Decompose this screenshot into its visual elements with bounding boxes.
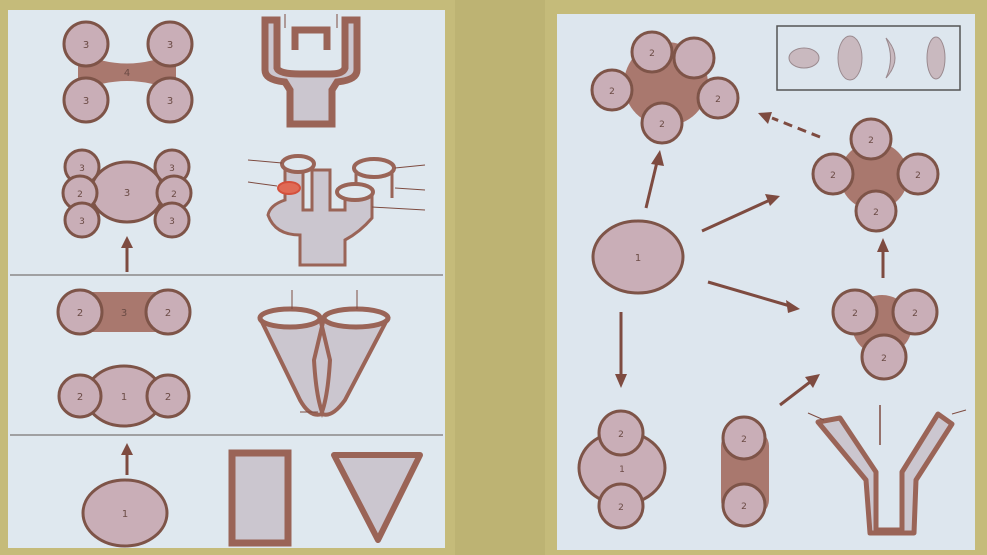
cell xyxy=(674,38,714,78)
cell-number: 2 xyxy=(881,354,887,364)
funnel-mouth xyxy=(260,309,320,327)
cell-number: 1 xyxy=(121,392,127,403)
cell-number: 3 xyxy=(124,188,130,199)
tube-wall xyxy=(232,453,288,543)
cell-number: 2 xyxy=(715,95,721,105)
cell-number: 3 xyxy=(121,308,127,319)
cell-number: 4 xyxy=(124,68,130,79)
right-diagram-panel: 2 2 2 2 2 2 2 2 1 2 2 xyxy=(557,14,975,550)
cell-number: 2 xyxy=(659,120,665,130)
cell-number: 3 xyxy=(79,164,85,174)
cell-number: 2 xyxy=(171,190,177,200)
cell-number: 3 xyxy=(169,217,175,227)
cell-number: 2 xyxy=(77,190,83,200)
cell-number: 2 xyxy=(852,309,858,319)
cell-pair: 2 2 xyxy=(721,417,769,526)
left-diagram-panel: 3 3 3 3 4 3 3 3 2 2 3 3 xyxy=(8,10,445,548)
shape-bean xyxy=(927,37,945,79)
cell-number: 3 xyxy=(169,164,175,174)
wall-gap xyxy=(455,0,545,555)
single-cell: 1 xyxy=(83,480,167,546)
cell-number: 2 xyxy=(165,392,171,403)
highlight-opening xyxy=(278,182,300,194)
shape-lens xyxy=(838,36,862,80)
cell-number: 2 xyxy=(618,503,624,513)
tube-opening xyxy=(282,156,314,172)
shape-oval xyxy=(789,48,819,68)
cell-number: 2 xyxy=(165,308,171,319)
cell-number: 2 xyxy=(741,435,747,445)
funnel-mouth xyxy=(324,309,388,327)
cell-number: 2 xyxy=(830,171,836,181)
cell-cluster-2: 1 2 2 xyxy=(59,366,189,426)
single-cell-large: 1 xyxy=(593,221,683,293)
cell-number: 2 xyxy=(649,49,655,59)
cell-number: 1 xyxy=(122,509,128,520)
cell-number: 1 xyxy=(635,253,641,264)
cell-cluster-3: 2 2 3 xyxy=(58,290,190,334)
cell-number: 2 xyxy=(618,430,624,440)
cell-number: 3 xyxy=(167,96,173,107)
rect-tube xyxy=(232,453,288,543)
cell-number: 2 xyxy=(915,171,921,181)
cell-number: 2 xyxy=(609,87,615,97)
cell-number: 3 xyxy=(167,40,173,51)
cell-number: 2 xyxy=(77,392,83,403)
cell-number: 3 xyxy=(83,96,89,107)
cell-number: 2 xyxy=(873,208,879,218)
cell-number: 1 xyxy=(619,465,625,475)
tube-opening xyxy=(354,159,394,177)
cell-number: 2 xyxy=(912,309,918,319)
cell-number: 2 xyxy=(868,136,874,146)
cell-number: 3 xyxy=(83,40,89,51)
cell-number: 3 xyxy=(79,217,85,227)
tube-opening xyxy=(337,184,373,200)
cell-number: 2 xyxy=(741,502,747,512)
cell-number: 2 xyxy=(77,308,83,319)
